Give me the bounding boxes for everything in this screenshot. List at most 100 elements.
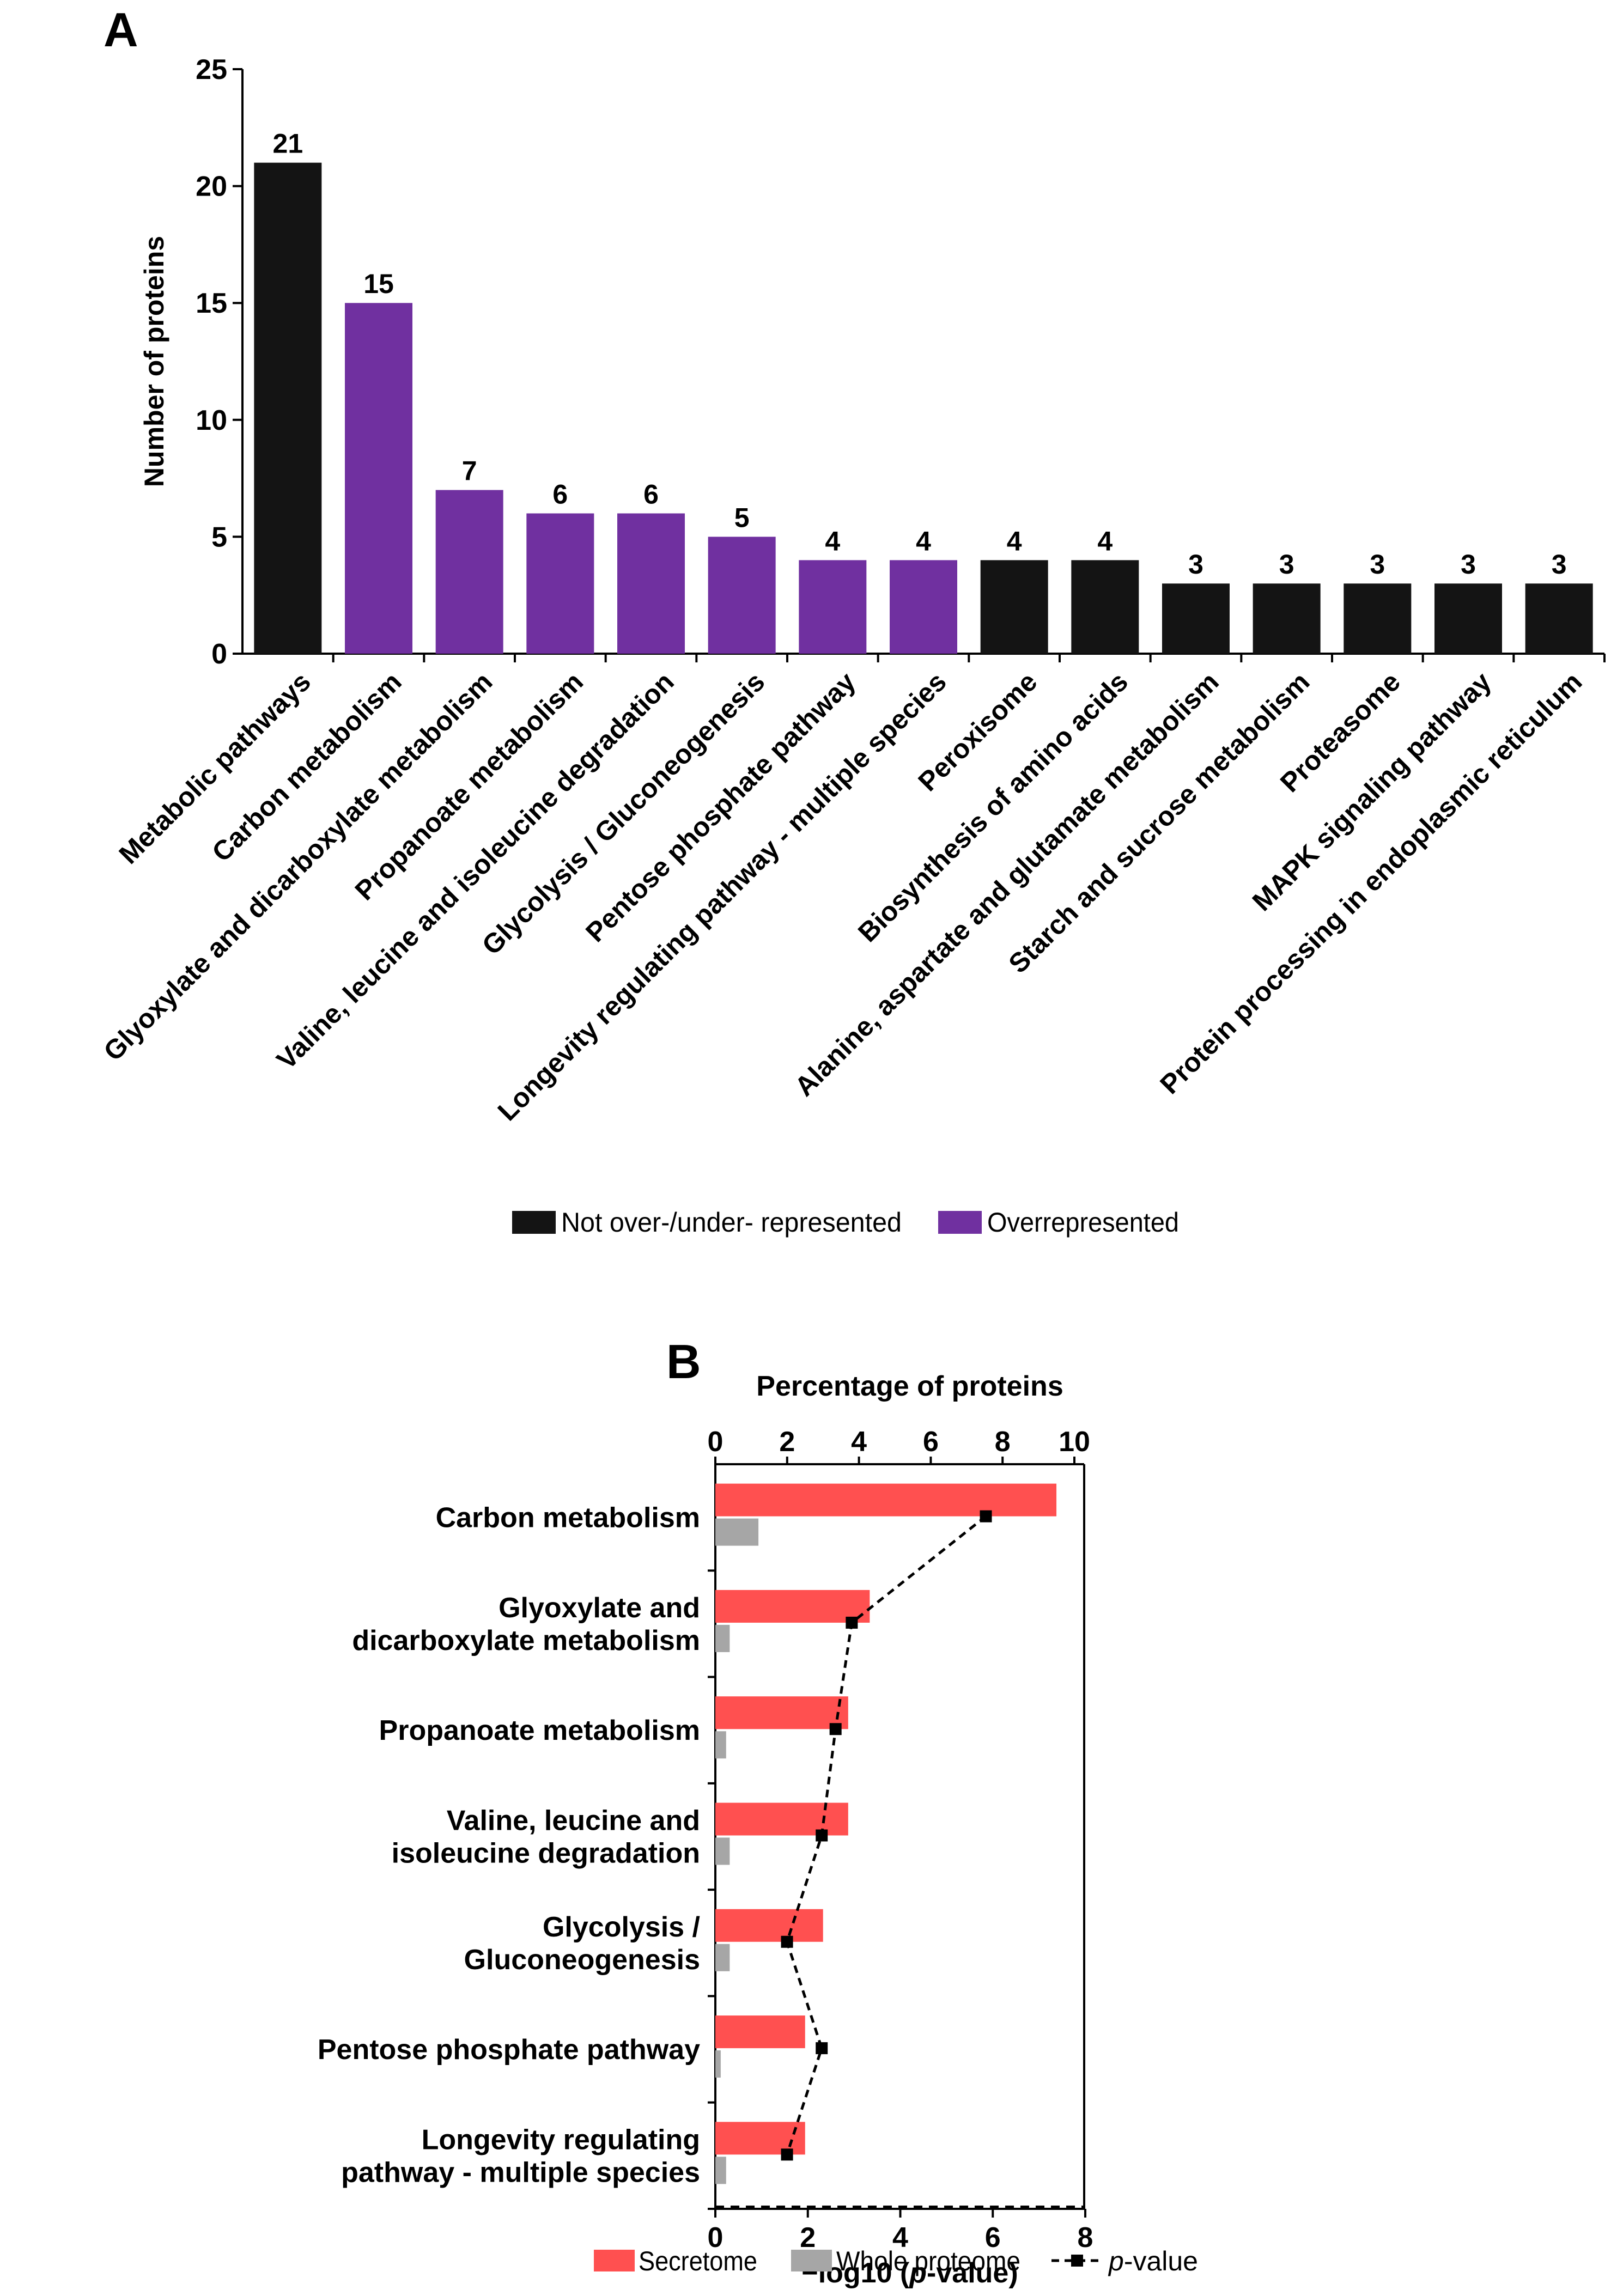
data-label: 4 [825, 526, 840, 556]
bar [435, 490, 503, 654]
bottom-tick-label: 8 [1078, 2222, 1093, 2254]
data-label: 21 [273, 129, 303, 159]
p-value-point [781, 2148, 793, 2161]
bar-secretome [715, 2015, 805, 2049]
bar [1162, 583, 1230, 654]
data-label: 15 [363, 269, 394, 299]
top-tick-label: 0 [708, 1426, 724, 1458]
data-label: 3 [1461, 549, 1476, 580]
bar-secretome [715, 1696, 848, 1729]
legend-swatch-whole-proteome [791, 2250, 832, 2271]
bottom-axis-title-part: -value) [927, 2257, 1018, 2289]
legend-label-secretome: Secretome [639, 2246, 757, 2276]
bar [1434, 583, 1502, 654]
bar [345, 303, 412, 654]
legend-label-whole-proteome: Whole proteome [836, 2246, 1020, 2276]
bottom-axis-title-part: p [908, 2257, 927, 2289]
category-label: pathway - multiple species [341, 2157, 700, 2188]
y-axis-title: Number of proteins [139, 236, 169, 487]
y-tick-label: 5 [211, 521, 227, 553]
bar [799, 560, 867, 654]
data-label: 3 [1552, 549, 1567, 580]
legend-marker-p-value [1071, 2255, 1083, 2267]
x-tick-label: Glyoxylate and dicarboxylate metabolism [98, 666, 498, 1067]
legend-swatch [512, 1211, 556, 1234]
data-label: 6 [552, 479, 568, 509]
data-label: 4 [1007, 526, 1022, 556]
p-value-point [781, 1935, 793, 1948]
bar-whole-proteome [715, 1731, 726, 1759]
panel-label-a: A [104, 3, 138, 57]
p-value-point [816, 1829, 828, 1842]
bar [254, 162, 322, 654]
bottom-tick-label: 0 [708, 2222, 724, 2254]
bar-whole-proteome [715, 2157, 726, 2184]
bar-secretome [715, 1802, 848, 1836]
data-label: 5 [734, 502, 750, 533]
bar-whole-proteome [715, 1944, 730, 1971]
category-label: Longevity regulating [422, 2124, 700, 2155]
top-tick-label: 10 [1059, 1426, 1090, 1458]
data-label: 7 [462, 456, 477, 486]
bar-whole-proteome [715, 1518, 759, 1546]
y-tick-label: 0 [211, 638, 227, 670]
data-label: 4 [916, 526, 931, 556]
category-label: Pentose phosphate pathway [318, 2034, 700, 2066]
x-tick-label: Protein processing in endoplasmic reticu… [1154, 666, 1588, 1100]
legend-swatch-secretome [594, 2250, 635, 2271]
category-label: dicarboxylate metabolism [352, 1625, 700, 1656]
legend-label-p-value-part: -value [1124, 2246, 1198, 2276]
bar [1525, 583, 1593, 654]
category-label: Glycolysis / [543, 1911, 700, 1943]
y-tick-label: 10 [196, 405, 227, 436]
top-axis-title: Percentage of proteins [756, 1371, 1063, 1402]
category-label: Gluconeogenesis [464, 1944, 700, 1976]
bar-whole-proteome [715, 1837, 730, 1865]
data-label: 3 [1188, 549, 1203, 580]
y-tick-label: 20 [196, 171, 227, 203]
p-value-point [846, 1616, 858, 1629]
panel-label-b: B [666, 1335, 701, 1388]
bar [617, 513, 685, 654]
category-label: Glyoxylate and [499, 1592, 700, 1624]
p-value-point [816, 2042, 828, 2055]
bottom-tick-label: 2 [800, 2222, 816, 2254]
p-value-point [980, 1510, 992, 1522]
legend-label-p-value-part: p [1108, 2246, 1124, 2276]
bar-whole-proteome [715, 1624, 730, 1652]
y-tick-label: 25 [196, 54, 227, 86]
bottom-tick-label: 4 [892, 2222, 908, 2254]
top-tick-label: 8 [995, 1426, 1011, 1458]
bar [526, 513, 594, 654]
bar-secretome [715, 1483, 1057, 1517]
top-tick-label: 2 [779, 1426, 795, 1458]
legend-swatch [938, 1211, 982, 1234]
bar [1071, 560, 1139, 654]
bar [890, 560, 957, 654]
bar-secretome [715, 1589, 870, 1623]
data-label: 3 [1370, 549, 1385, 580]
category-label: isoleucine degradation [392, 1838, 700, 1869]
bar [1344, 583, 1412, 654]
data-label: 6 [643, 479, 659, 509]
data-label: 3 [1279, 549, 1294, 580]
bar [980, 560, 1048, 654]
bar-secretome [715, 1909, 823, 1942]
legend-label-p-value: p-value [1108, 2246, 1198, 2276]
category-label: Valine, leucine and [447, 1805, 700, 1837]
bar [1253, 583, 1321, 654]
top-tick-label: 6 [923, 1426, 939, 1458]
bar [708, 537, 776, 654]
x-tick-label: Alanine, aspartate and glutamate metabol… [789, 666, 1225, 1102]
top-tick-label: 4 [851, 1426, 867, 1458]
data-label: 4 [1097, 526, 1113, 556]
p-value-point [829, 1723, 842, 1735]
bar-whole-proteome [715, 2050, 721, 2078]
legend-label: Overrepresented [987, 1207, 1179, 1238]
y-tick-label: 15 [196, 288, 227, 319]
category-label: Carbon metabolism [436, 1502, 700, 1534]
bottom-tick-label: 6 [985, 2222, 1001, 2254]
